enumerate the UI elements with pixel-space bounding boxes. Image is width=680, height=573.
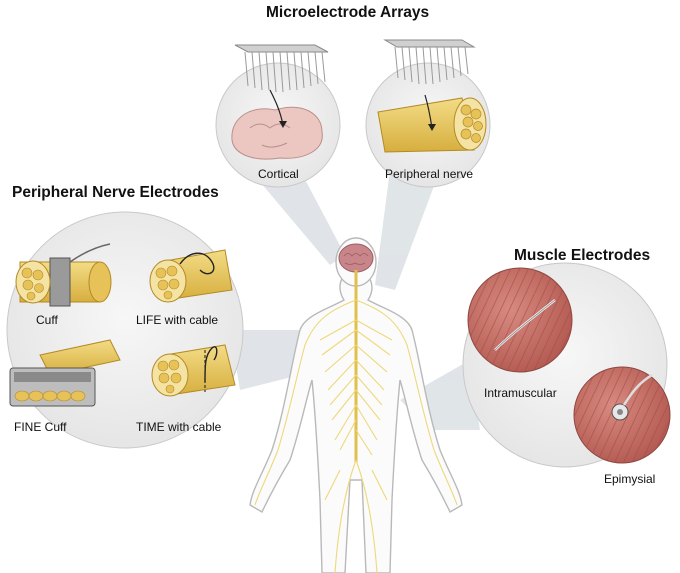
peripheral-nerve-label: Peripheral nerve (385, 167, 474, 181)
cuff-label: Cuff (36, 313, 58, 327)
peripheral-electrodes-bubble (6, 211, 244, 449)
peripheral-array (383, 39, 476, 85)
cortical-bubble (215, 62, 341, 188)
fine-cuff-label: FINE Cuff (14, 420, 67, 434)
intramuscular-label: Intramuscular (484, 386, 557, 400)
muscle-electrodes-title: Muscle Electrodes (514, 247, 651, 264)
peripheral-nerve-electrodes-title: Peripheral Nerve Electrodes (12, 184, 219, 201)
human-body (249, 237, 463, 573)
cortical-array (234, 44, 329, 93)
microelectrode-arrays-title: Microelectrode Arrays (266, 4, 430, 21)
time-electrode (151, 344, 236, 397)
peripheral-nerve-bubble (365, 62, 491, 188)
intramuscular-electrode (467, 267, 573, 373)
epimysial-label: Epimysial (604, 472, 656, 486)
epimysial-electrode (573, 366, 671, 464)
fine-cuff-electrode (9, 339, 121, 407)
time-label: TIME with cable (136, 420, 222, 434)
life-label: LIFE with cable (136, 313, 219, 327)
cortical-label: Cortical (258, 167, 299, 181)
cuff-electrode (15, 243, 112, 307)
life-electrode (149, 249, 233, 303)
